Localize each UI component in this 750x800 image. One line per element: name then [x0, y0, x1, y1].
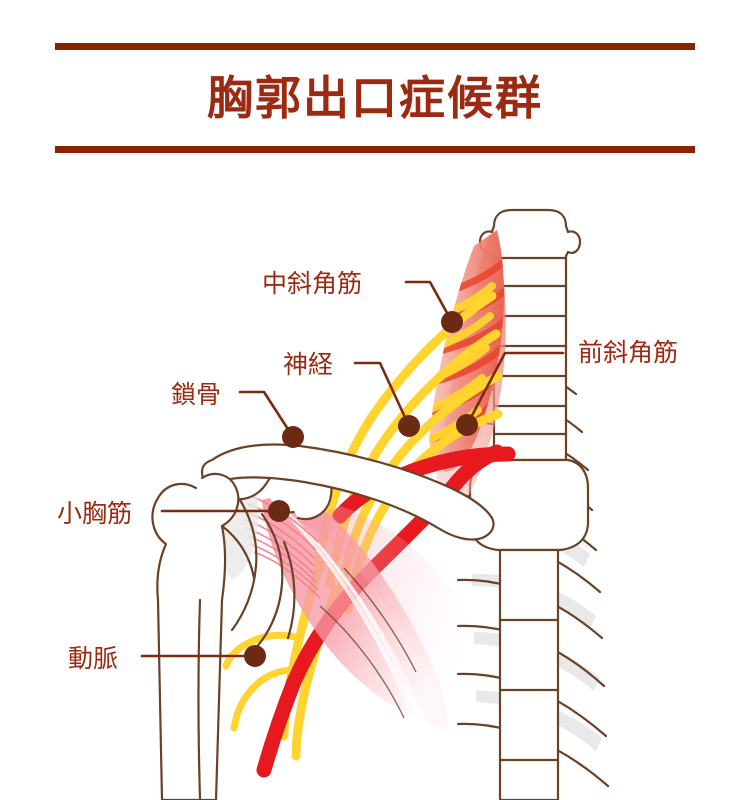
label-pectoralis-minor[interactable]: 小胸筋 — [57, 499, 290, 528]
label-text-artery: 動脈 — [68, 644, 118, 673]
sternum-dividers — [498, 618, 560, 762]
marker-dot-pectoralis-minor — [268, 500, 290, 522]
label-clavicle[interactable]: 鎖骨 — [171, 380, 304, 448]
leader-nerve — [353, 361, 411, 428]
humerus-bone — [151, 472, 256, 800]
leader-clavicle — [238, 390, 295, 439]
label-group: 中斜角筋 神経 前斜角筋 鎖骨 — [57, 269, 678, 673]
label-anterior-scalene[interactable]: 前斜角筋 — [456, 338, 678, 436]
label-middle-scalene[interactable]: 中斜角筋 — [262, 269, 463, 333]
pectoralis-minor-muscle — [245, 495, 481, 746]
cervical-vertebral-column — [468, 208, 590, 800]
pectoralis-contours — [319, 567, 417, 719]
anatomy-svg: 中斜角筋 神経 前斜角筋 鎖骨 — [57, 208, 678, 800]
page-title: 胸郭出口症候群 — [207, 71, 543, 125]
title-rule-bottom — [55, 146, 695, 153]
label-artery[interactable]: 動脈 — [68, 644, 266, 673]
label-text-clavicle: 鎖骨 — [171, 380, 221, 409]
title-rule-top — [55, 43, 695, 50]
anatomy-figure: 中斜角筋 神経 前斜角筋 鎖骨 — [0, 170, 750, 800]
label-text-anterior-scalene: 前斜角筋 — [578, 338, 678, 367]
marker-dot-middle-scalene — [441, 311, 463, 333]
marker-dot-clavicle — [282, 426, 304, 448]
leader-anterior-scalene — [465, 351, 565, 427]
leader-middle-scalene — [404, 280, 454, 324]
marker-dot-nerve — [398, 415, 420, 437]
label-text-pectoralis-minor: 小胸筋 — [57, 499, 132, 528]
marker-dot-anterior-scalene — [456, 414, 478, 436]
marker-dot-artery — [244, 645, 266, 667]
label-text-middle-scalene: 中斜角筋 — [262, 269, 362, 298]
vertebra-dividers — [492, 256, 568, 436]
label-text-nerve: 神経 — [283, 350, 333, 379]
label-nerve[interactable]: 神経 — [283, 350, 420, 437]
